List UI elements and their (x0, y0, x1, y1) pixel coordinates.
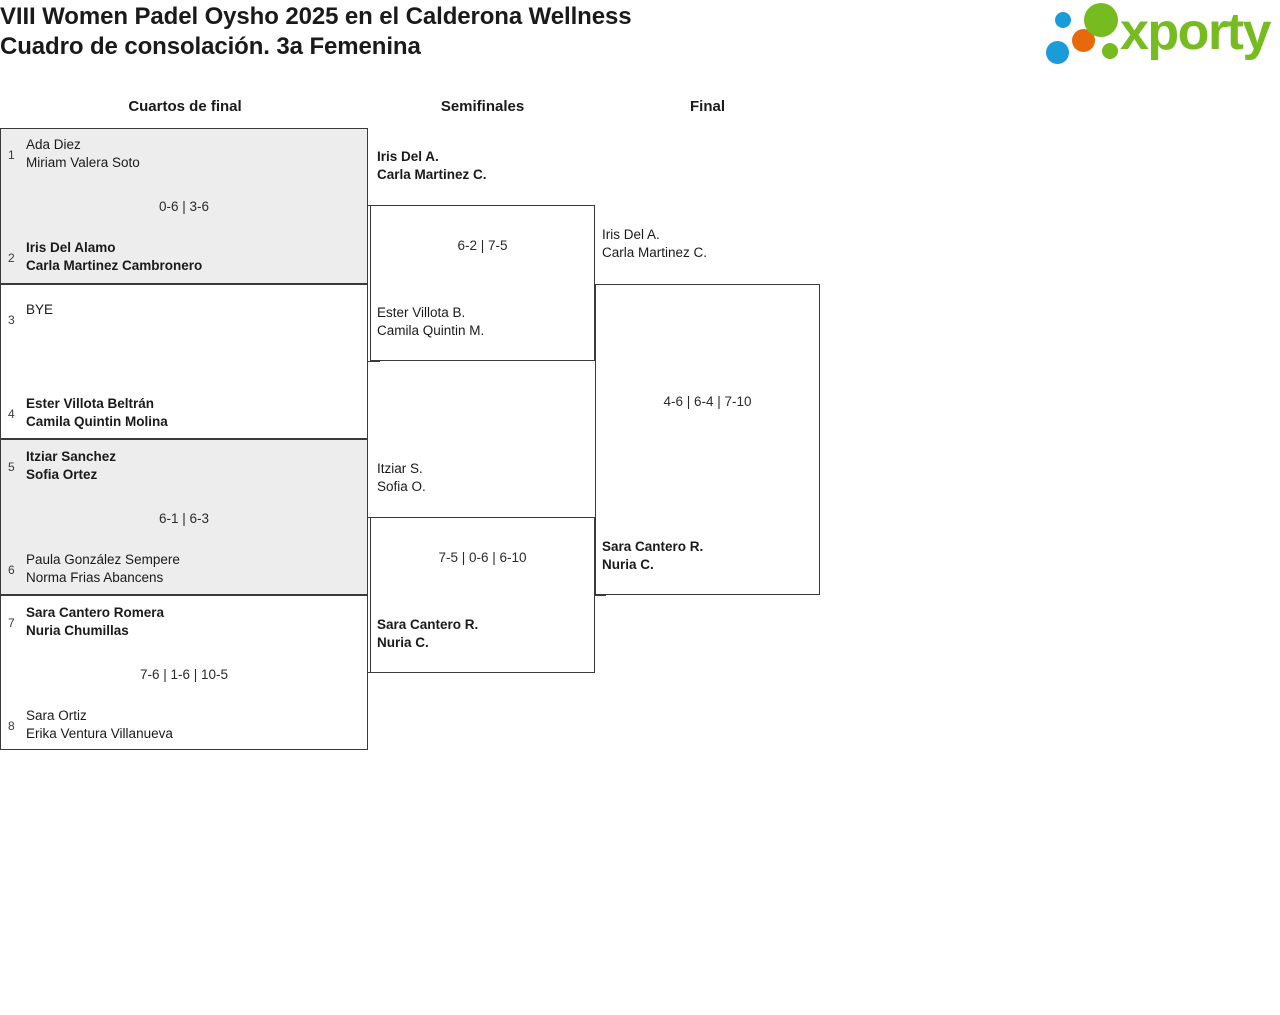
page-header: VIII Women Padel Oysho 2025 en el Calder… (0, 0, 1280, 90)
page-title: VIII Women Padel Oysho 2025 en el Calder… (0, 2, 900, 62)
match-score-semifinal-2: 7-5 | 0-6 | 6-10 (438, 550, 527, 565)
team-names: Itziar S. Sofia O. (377, 460, 426, 496)
team-names: Iris Del Alamo Carla Martinez Cambronero (18, 239, 202, 275)
player-name-1: Paula González Sempere (26, 552, 180, 567)
bracket-entry-semifinal-1-top[interactable]: Iris Del A. Carla Martinez C. (377, 148, 487, 184)
player-name-1: Sara Ortiz (26, 708, 87, 723)
match-box-quarterfinal-2[interactable] (0, 284, 368, 439)
logo-dot-green-small-icon (1102, 43, 1118, 59)
player-name-2: Erika Ventura Villanueva (26, 726, 173, 741)
seed-number: 8 (8, 719, 15, 733)
team-names: Paula González Sempere Norma Frias Abanc… (18, 551, 180, 587)
team-names: Sara Cantero Romera Nuria Chumillas (18, 604, 164, 640)
logo-dot-green-large-icon (1084, 3, 1118, 37)
team-names: Ester Villota Beltrán Camila Quintin Mol… (18, 395, 168, 431)
team-names: Sara Ortiz Erika Ventura Villanueva (18, 707, 173, 743)
seed-number: 4 (8, 407, 15, 421)
match-box-semifinal-2[interactable] (370, 517, 595, 673)
team-names: BYE (18, 301, 53, 319)
match-box-quarterfinal-1[interactable] (0, 128, 368, 284)
player-name-1: Itziar S. (377, 461, 423, 476)
match-box-quarterfinal-4[interactable] (0, 595, 368, 750)
bracket-entry-final-top[interactable]: Iris Del A. Carla Martinez C. (602, 226, 707, 262)
bracket-entry-seed-3[interactable]: 3 BYE (0, 301, 368, 329)
team-names: Ester Villota B. Camila Quintin M. (377, 304, 484, 340)
bracket-entry-final-bottom[interactable]: Sara Cantero R. Nuria C. (602, 538, 703, 574)
logo-dot-blue-large-icon (1046, 41, 1069, 64)
round-header-quarterfinals: Cuartos de final (128, 98, 242, 115)
seed-number: 5 (8, 460, 15, 474)
player-name-2: Carla Martinez C. (602, 245, 708, 260)
match-box-semifinal-1[interactable] (370, 205, 595, 361)
player-name-2: Norma Frias Abancens (26, 570, 164, 585)
connector-qf3-to-sf2 (368, 517, 380, 518)
connector-sf1-to-final (594, 284, 606, 285)
match-score-quarterfinal-4: 7-6 | 1-6 | 10-5 (139, 667, 229, 682)
player-name-1: Sara Cantero R. (377, 617, 479, 632)
player-name-1: Sara Cantero Romera (26, 605, 165, 620)
seed-number: 6 (8, 563, 15, 577)
connector-qf2-to-sf1 (368, 361, 380, 362)
connector-sf2-to-final (594, 595, 606, 596)
bracket-entry-semifinal-2-top[interactable]: Itziar S. Sofia O. (377, 460, 426, 496)
match-box-quarterfinal-3[interactable] (0, 439, 368, 595)
player-name-1: Sara Cantero R. (602, 539, 704, 554)
match-score-quarterfinal-3: 6-1 | 6-3 (158, 511, 210, 526)
player-name-2: Camila Quintin Molina (26, 414, 168, 429)
logo-dots-icon (1046, 2, 1124, 64)
player-name-1: Itziar Sanchez (26, 449, 117, 464)
bracket-entry-semifinal-2-bottom[interactable]: Sara Cantero R. Nuria C. (377, 616, 478, 652)
player-name-1: Ester Villota Beltrán (26, 396, 155, 411)
player-name-2: Nuria C. (377, 635, 429, 650)
bracket-entry-seed-5[interactable]: 5 Itziar Sanchez Sofia Ortez (0, 448, 368, 484)
bracket-entry-semifinal-1-bottom[interactable]: Ester Villota B. Camila Quintin M. (377, 304, 484, 340)
team-names: Iris Del A. Carla Martinez C. (602, 226, 707, 262)
player-name-2: Carla Martinez C. (377, 167, 487, 182)
bracket-entry-seed-8[interactable]: 8 Sara Ortiz Erika Ventura Villanueva (0, 707, 368, 743)
logo-wordmark: xporty (1120, 3, 1271, 61)
player-name-1: Ester Villota B. (377, 305, 466, 320)
team-names: Ada Diez Miriam Valera Soto (18, 136, 140, 172)
player-name-1: Iris Del A. (377, 149, 439, 164)
player-name-2: Nuria C. (602, 557, 654, 572)
seed-number: 3 (8, 313, 15, 327)
player-name-2: Sofia Ortez (26, 467, 98, 482)
seed-number: 2 (8, 251, 15, 265)
match-score-semifinal-1: 6-2 | 7-5 (457, 238, 508, 253)
player-name-1: Iris Del Alamo (26, 240, 116, 255)
team-names: Iris Del A. Carla Martinez C. (377, 148, 487, 184)
player-name-1: Iris Del A. (602, 227, 660, 242)
round-header-semifinals: Semifinales (440, 98, 525, 115)
connector-qf4-to-sf2 (368, 672, 380, 673)
team-names: Itziar Sanchez Sofia Ortez (18, 448, 116, 484)
player-name-1: BYE (26, 302, 54, 317)
player-name-2: Nuria Chumillas (26, 623, 129, 638)
seed-number: 7 (8, 616, 15, 630)
seed-number: 1 (8, 148, 15, 162)
title-line-2: Cuadro de consolación. 3a Femenina (0, 33, 421, 60)
player-name-1: Ada Diez (26, 137, 81, 152)
bracket-entry-seed-4[interactable]: 4 Ester Villota Beltrán Camila Quintin M… (0, 395, 368, 431)
bracket-entry-seed-7[interactable]: 7 Sara Cantero Romera Nuria Chumillas (0, 604, 368, 640)
round-header-final: Final (689, 98, 725, 115)
team-names: Sara Cantero R. Nuria C. (602, 538, 703, 574)
player-name-2: Miriam Valera Soto (26, 155, 140, 170)
player-name-2: Carla Martinez Cambronero (26, 258, 203, 273)
xporty-logo[interactable]: xporty (1046, 2, 1278, 64)
player-name-2: Sofia O. (377, 479, 426, 494)
match-box-final[interactable] (595, 284, 820, 595)
title-line-1: VIII Women Padel Oysho 2025 en el Calder… (0, 3, 632, 30)
logo-dot-blue-small-icon (1055, 12, 1071, 28)
bracket-entry-seed-6[interactable]: 6 Paula González Sempere Norma Frias Aba… (0, 551, 368, 587)
team-names: Sara Cantero R. Nuria C. (377, 616, 478, 652)
bracket-entry-seed-2[interactable]: 2 Iris Del Alamo Carla Martinez Cambrone… (0, 239, 368, 275)
bracket-entry-seed-1[interactable]: 1 Ada Diez Miriam Valera Soto (0, 136, 368, 172)
match-score-quarterfinal-1: 0-6 | 3-6 (158, 199, 210, 214)
connector-qf1-to-sf1 (368, 205, 380, 206)
logo-dot-orange-icon (1072, 29, 1095, 52)
match-score-final: 4-6 | 6-4 | 7-10 (663, 394, 752, 409)
player-name-2: Camila Quintin M. (377, 323, 485, 338)
